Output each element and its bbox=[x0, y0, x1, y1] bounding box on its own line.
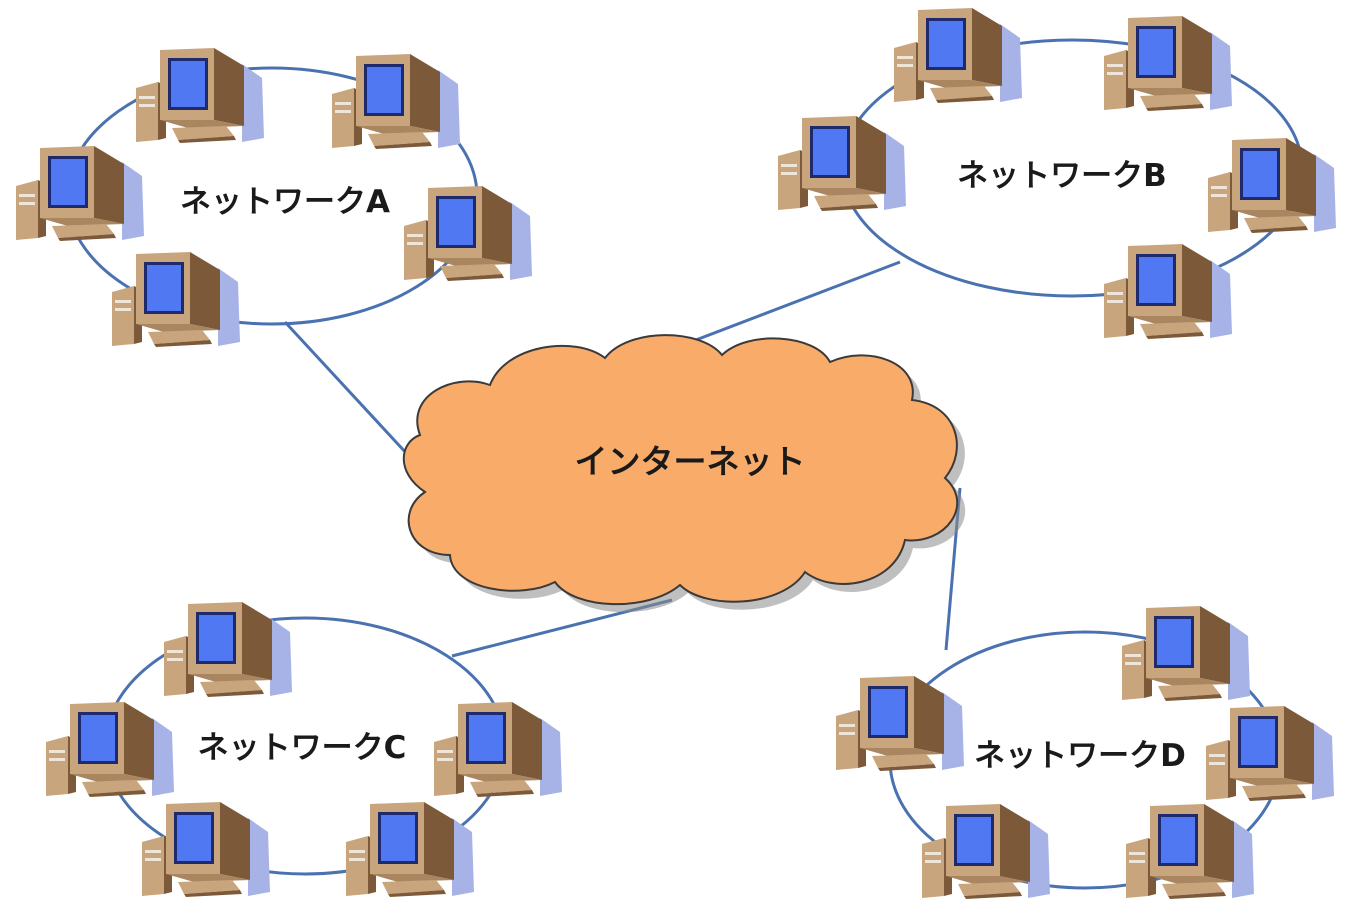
computer-icon bbox=[142, 802, 270, 897]
link-b bbox=[687, 260, 901, 345]
computer-icon bbox=[894, 8, 1022, 103]
computer-icon bbox=[164, 602, 292, 697]
computer-icon bbox=[1206, 706, 1334, 801]
computer-icon bbox=[112, 252, 240, 347]
link-a bbox=[283, 320, 410, 457]
network-d-label: ネットワークD bbox=[974, 738, 1186, 774]
computer-icon bbox=[332, 54, 460, 149]
computer-icon bbox=[346, 802, 474, 897]
internet-cloud: インターネット bbox=[402, 334, 966, 613]
computer-icon bbox=[1122, 606, 1250, 701]
computer-icon bbox=[922, 804, 1050, 899]
network-a-label: ネットワークA bbox=[180, 184, 390, 220]
network-c-label: ネットワークC bbox=[198, 730, 407, 766]
computer-icon bbox=[1126, 804, 1254, 899]
computer-icon bbox=[434, 702, 562, 797]
internet-label: インターネット bbox=[575, 442, 806, 481]
computer-icon bbox=[136, 48, 264, 143]
network-b: ネットワークB bbox=[778, 8, 1336, 339]
computer-icon bbox=[1104, 16, 1232, 111]
network-c: ネットワークC bbox=[46, 602, 562, 897]
network-a: ネットワークA bbox=[16, 48, 532, 347]
computer-icon bbox=[778, 116, 906, 211]
computer-icon bbox=[1104, 244, 1232, 339]
computer-icon bbox=[1208, 138, 1336, 233]
computer-icon bbox=[16, 146, 144, 241]
cloud-shape bbox=[402, 334, 959, 606]
computer-icon bbox=[46, 702, 174, 797]
computer-icon bbox=[836, 676, 964, 771]
computer-icon bbox=[404, 186, 532, 281]
network-b-label: ネットワークB bbox=[957, 158, 1167, 194]
network-d: ネットワークD bbox=[836, 606, 1334, 899]
